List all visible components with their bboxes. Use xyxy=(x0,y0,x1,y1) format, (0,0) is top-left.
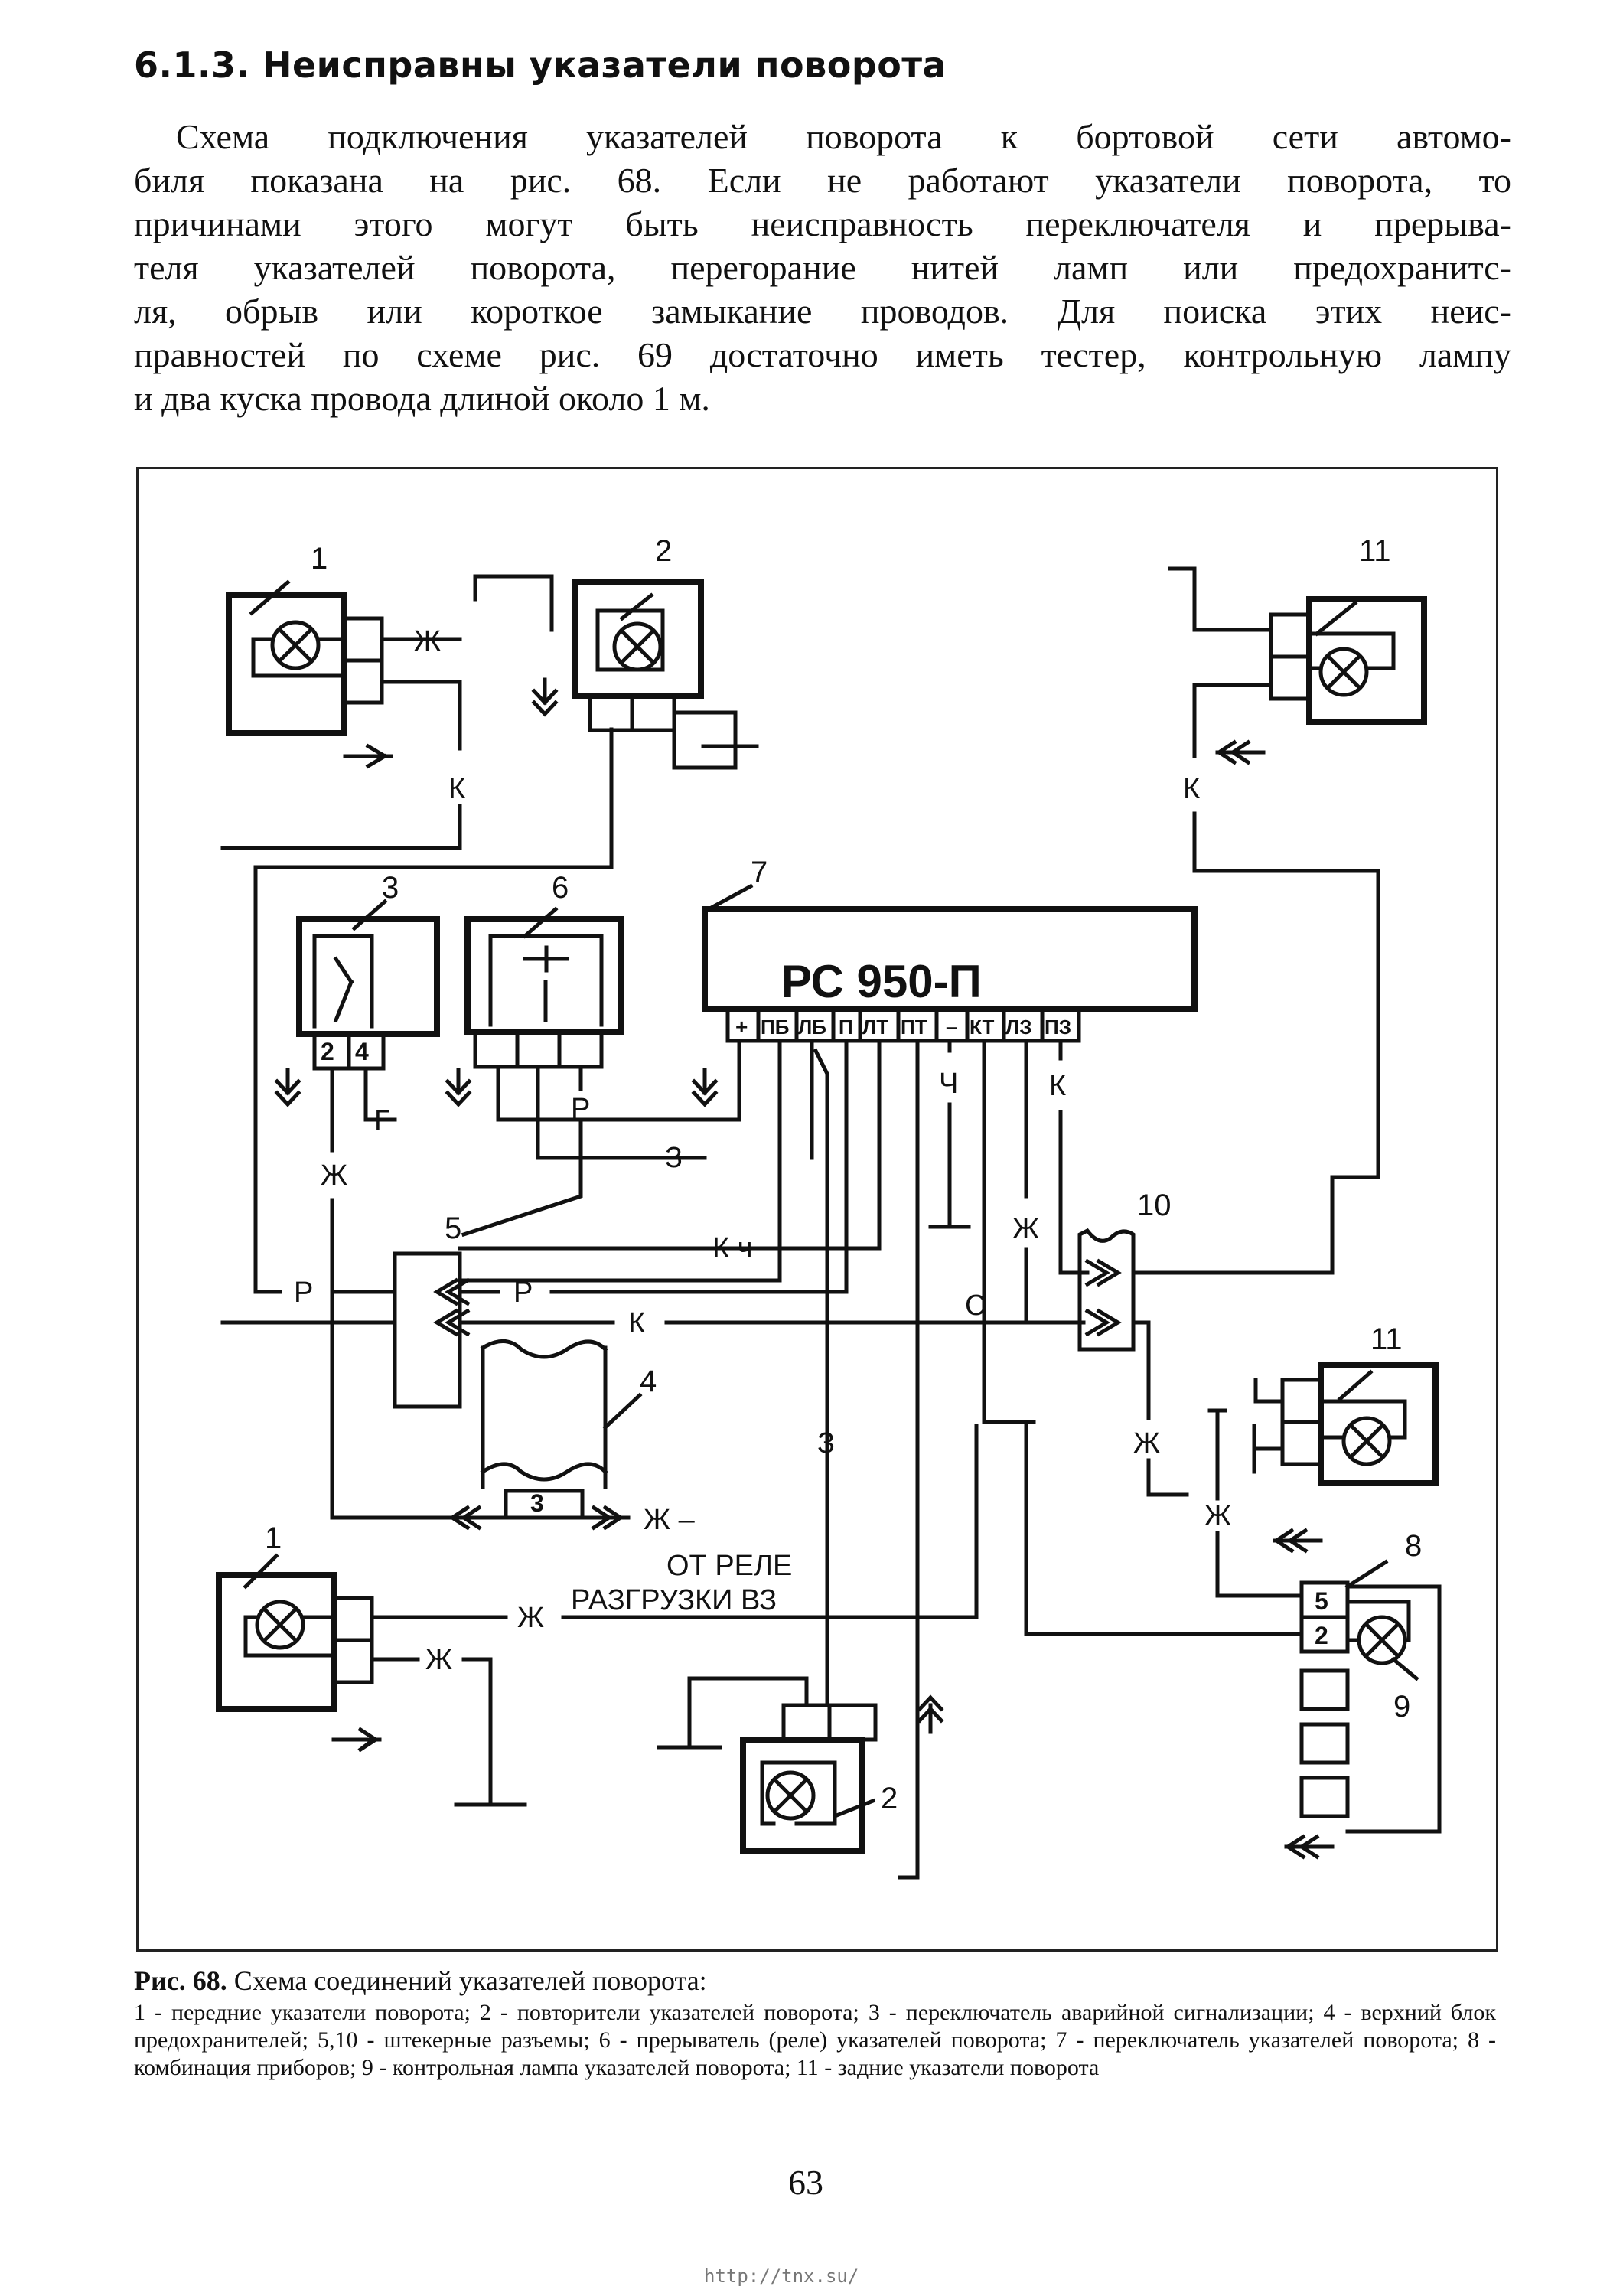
paragraph-line: правностей по схеме рис. 69 достаточно и… xyxy=(134,335,1511,374)
figure-ref: Рис. 68. xyxy=(134,1965,227,1996)
component-number: 6 xyxy=(552,871,569,905)
component-number: 7 xyxy=(751,856,768,889)
lamp-icon xyxy=(257,1602,303,1648)
wire-label: Ж xyxy=(1133,1427,1160,1459)
component-number: 1 xyxy=(265,1521,282,1555)
front-turn-lamp-left xyxy=(226,579,384,736)
wire-label: С xyxy=(965,1290,986,1322)
fuse-note: ОТ РЕЛЕ xyxy=(666,1550,792,1582)
pin-label: ЛБ xyxy=(798,1016,826,1039)
pin-label: ЛТ xyxy=(862,1016,888,1039)
paragraph-line: ля, обрыв или короткое замыкание проводо… xyxy=(134,292,1511,331)
wire-label: Ж xyxy=(321,1159,347,1192)
caption-title: Рис. 68. Схема соединений указателей пов… xyxy=(134,1964,1496,1998)
front-turn-lamp-left-bottom xyxy=(216,1553,374,1712)
pin-label: П xyxy=(839,1016,853,1039)
body-paragraph: Схема подключения указателей поворота к … xyxy=(134,115,1511,420)
pin-label: ПБ xyxy=(761,1016,789,1039)
component-number: 4 xyxy=(640,1365,657,1398)
paragraph-line: Схема подключения указателей поворота к … xyxy=(176,117,1511,156)
wire-label: К xyxy=(448,773,465,805)
paragraph-line: биля показана на рис. 68. Если не работа… xyxy=(134,161,1511,200)
component-number: 1 xyxy=(311,542,328,576)
wire-label: Р xyxy=(294,1277,313,1309)
wire-label: К xyxy=(628,1307,645,1339)
fuse-block xyxy=(480,1339,643,1520)
lamp-icon xyxy=(272,622,318,668)
repeater-lamp-bottom xyxy=(740,1703,878,1854)
hazard-switch xyxy=(296,899,440,1071)
wire-label: К xyxy=(1183,773,1200,805)
wiring-diagram: РС 950-П + ПБ ЛБ П ЛТ ПТ – КТ ЛЗ ПЗ 2 4 … xyxy=(216,534,1442,1880)
wire-label: Ч xyxy=(939,1068,958,1100)
lamp-icon xyxy=(1344,1418,1390,1464)
component-number: 10 xyxy=(1137,1189,1172,1222)
component-number: 11 xyxy=(1370,1322,1403,1356)
wire-label: Р xyxy=(571,1093,590,1125)
pin-label: ПТ xyxy=(901,1016,927,1039)
wire-label: К ч xyxy=(712,1232,753,1264)
component-number: 5 xyxy=(445,1212,461,1245)
page-number: 63 xyxy=(788,2163,823,2202)
component-number: 11 xyxy=(1359,534,1391,568)
wire-label: З xyxy=(665,1142,683,1174)
lamp-icon xyxy=(768,1773,813,1818)
rear-turn-lamp-right-bottom xyxy=(1280,1362,1439,1486)
component-number: 9 xyxy=(1393,1690,1410,1724)
wire-label: Ж xyxy=(414,625,441,657)
switch-model-label: РС 950-П xyxy=(781,956,982,1007)
lamp-icon xyxy=(1321,649,1367,695)
pin-label: ЛЗ xyxy=(1005,1016,1032,1039)
pin-label: КТ xyxy=(970,1016,995,1039)
lamp-icon xyxy=(1359,1617,1405,1663)
section-heading: 6.1.3. Неисправны указатели поворота xyxy=(134,44,947,86)
repeater-lamp-top xyxy=(572,579,704,732)
cluster-pin-label: 5 xyxy=(1315,1587,1328,1615)
caption-legend: 1 - передние указатели поворота; 2 - пов… xyxy=(134,2000,1496,2080)
caption-title-text: Схема соединений указателей поворота: xyxy=(233,1965,707,1996)
relay-pin-label: 4 xyxy=(355,1038,369,1065)
wire-label: З xyxy=(817,1427,835,1459)
lamp-icon xyxy=(614,624,660,670)
wire-label: Ж – xyxy=(644,1504,696,1536)
paragraph-line: причинами этого могут быть неисправность… xyxy=(134,204,1511,243)
instrument-cluster xyxy=(1299,1559,1442,1834)
connector-10 xyxy=(1077,1228,1136,1352)
paragraph-line: теля указателей поворота, перегорание ни… xyxy=(134,248,1511,287)
wire-label: Ж xyxy=(425,1644,452,1676)
fuse-note: РАЗГРУЗКИ ВЗ xyxy=(571,1584,777,1616)
pin-label: + xyxy=(735,1015,748,1039)
figure-caption: Рис. 68. Схема соединений указателей пов… xyxy=(134,1964,1496,2082)
wire-label: Р xyxy=(513,1277,533,1309)
wire-label: Ж xyxy=(1204,1500,1231,1532)
component-number: 3 xyxy=(382,871,399,905)
component-number: 2 xyxy=(881,1782,898,1815)
cluster-pin-label: 2 xyxy=(1315,1622,1328,1649)
connector-5 xyxy=(393,1251,471,1409)
flasher-relay xyxy=(464,906,624,1069)
pin-label: ПЗ xyxy=(1045,1016,1071,1039)
wire-label: Ж xyxy=(517,1602,544,1634)
wire-label: К xyxy=(1049,1070,1066,1102)
paragraph-line: и два куска провода длиной около 1 м. xyxy=(134,379,710,418)
relay-pin-label: 2 xyxy=(321,1038,334,1065)
wire-label: Г xyxy=(374,1105,390,1137)
wiring-diagram-frame: РС 950-П + ПБ ЛБ П ЛТ ПТ – КТ ЛЗ ПЗ 2 4 … xyxy=(136,467,1498,1952)
fuse-label: 3 xyxy=(530,1489,544,1517)
watermark: http://tnx.su/ xyxy=(704,2265,859,2287)
component-number: 2 xyxy=(655,534,672,568)
wire-label: Ж xyxy=(1012,1213,1039,1245)
component-number: 8 xyxy=(1405,1529,1422,1563)
rear-turn-lamp-right-top xyxy=(1269,596,1427,725)
pin-label: – xyxy=(946,1015,958,1039)
